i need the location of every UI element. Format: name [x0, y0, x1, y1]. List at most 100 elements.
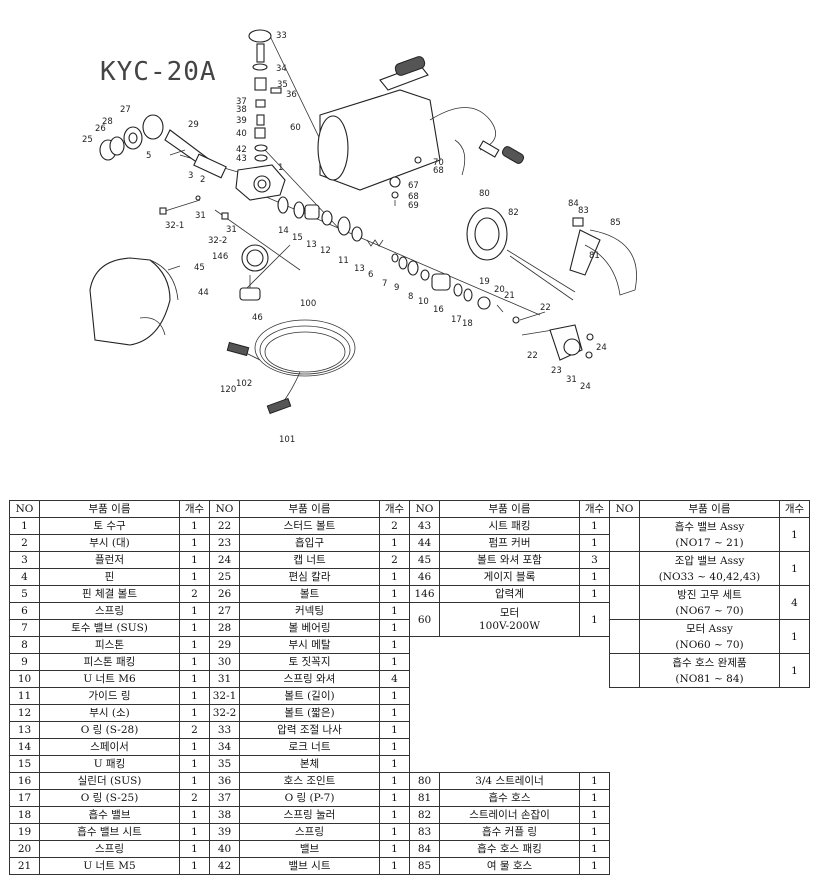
part-qty: 1	[579, 823, 610, 841]
part-no: 6	[9, 602, 40, 620]
part-qty: 1	[579, 806, 610, 824]
assy-qty: 1	[779, 653, 810, 688]
part-qty: 1	[179, 755, 210, 773]
part-qty: 1	[379, 653, 410, 671]
assy-name: 조압 밸브 Assy(NO33 ~ 40,42,43)	[639, 551, 780, 586]
assy-qty: 1	[779, 517, 810, 552]
callout: 15	[292, 233, 303, 243]
part-name: 가이드 링	[39, 687, 180, 705]
part-qty: 1	[179, 806, 210, 824]
part-qty: 1	[379, 840, 410, 858]
callout: 44	[198, 288, 209, 298]
part-name: 볼트	[239, 585, 380, 603]
callout: 2	[200, 175, 205, 185]
callout: 13	[354, 264, 365, 274]
assy-title: 흡수 밸브 Assy	[674, 520, 745, 533]
part-no: 20	[9, 840, 40, 858]
pressure-valve-stack	[248, 29, 282, 162]
exploded-parts-diagram: KYC-20A	[82, 29, 637, 445]
motor	[317, 56, 525, 206]
callout: 1	[278, 163, 283, 173]
part-qty: 1	[179, 636, 210, 654]
suction-port	[519, 311, 594, 361]
callout: 7	[382, 279, 387, 289]
part-no: 15	[9, 755, 40, 773]
header-part-name: 부품 이름	[39, 500, 180, 518]
part-no: 13	[9, 721, 40, 739]
part-no: 7	[9, 619, 40, 637]
callout: 82	[508, 208, 519, 218]
callout: 3	[188, 171, 193, 181]
callout: 28	[102, 117, 113, 127]
part-qty: 1	[579, 602, 610, 637]
callout: 12	[320, 246, 331, 256]
part-no: 80	[409, 772, 440, 790]
callout: 25	[82, 135, 93, 145]
part-name: 흡수 커플 링	[439, 823, 580, 841]
part-no: 19	[9, 823, 40, 841]
part-no: 84	[409, 840, 440, 858]
part-name: 커넥팅	[239, 602, 380, 620]
part-qty: 1	[179, 823, 210, 841]
part-name: 토 짓꼭지	[239, 653, 380, 671]
part-qty: 1	[379, 789, 410, 807]
callout: 37	[236, 97, 247, 107]
assy-qty: 1	[779, 619, 810, 654]
assy-title: 방진 고무 세트	[677, 588, 742, 601]
assy-name: 흡수 호스 완제품(NO81 ~ 84)	[639, 653, 780, 688]
assy-range: (NO60 ~ 70)	[675, 638, 744, 651]
part-no: 5	[9, 585, 40, 603]
part-no: 44	[409, 534, 440, 552]
part-name: 스프링 와셔	[239, 670, 380, 688]
callout: 16	[433, 305, 444, 315]
callout: 24	[596, 343, 607, 353]
callout: 45	[194, 263, 205, 273]
part-name: 피스톤 패킹	[39, 653, 180, 671]
callout: 146	[212, 252, 228, 262]
part-no: 12	[9, 704, 40, 722]
header-no: NO	[609, 500, 640, 518]
part-no: 39	[209, 823, 240, 841]
part-qty: 1	[579, 772, 610, 790]
part-qty: 1	[379, 755, 410, 773]
part-name: 핀	[39, 568, 180, 586]
part-name: 편심 칼라	[239, 568, 380, 586]
assy-name: 방진 고무 세트 (NO67 ~ 70)	[639, 585, 780, 620]
callout: 84	[568, 199, 579, 209]
callout: 22	[527, 351, 538, 361]
part-qty: 1	[379, 721, 410, 739]
part-name: 플런저	[39, 551, 180, 569]
callout: 83	[578, 206, 589, 216]
header-part-name: 부품 이름	[639, 500, 780, 518]
callout: 69	[408, 201, 419, 211]
motor-spec: 100V-200W	[478, 619, 541, 632]
header-part-name: 부품 이름	[439, 500, 580, 518]
motor-name: 모터	[499, 606, 520, 619]
part-name: 부시 (대)	[39, 534, 180, 552]
callout: 31	[226, 225, 237, 235]
table-header-row: NO 부품 이름 개수 NO 부품 이름 개수 NO 부품 이름 개수 NO 부…	[9, 500, 810, 518]
empty-cell	[610, 688, 810, 875]
part-qty: 1	[179, 602, 210, 620]
assy-range: (NO67 ~ 70)	[675, 604, 744, 617]
part-qty: 1	[179, 687, 210, 705]
callout: 42	[236, 145, 247, 155]
part-name: 캡 너트	[239, 551, 380, 569]
callout: 14	[278, 226, 289, 236]
part-qty: 1	[179, 551, 210, 569]
part-no: 27	[209, 602, 240, 620]
part-name: 압력계	[439, 585, 580, 603]
part-no: 40	[209, 840, 240, 858]
part-name: 스프링	[39, 602, 180, 620]
callout: 31	[566, 375, 577, 385]
part-name: 스프링	[39, 840, 180, 858]
part-qty: 1	[579, 517, 610, 535]
part-name: 부시 메탈	[239, 636, 380, 654]
part-no: 16	[9, 772, 40, 790]
